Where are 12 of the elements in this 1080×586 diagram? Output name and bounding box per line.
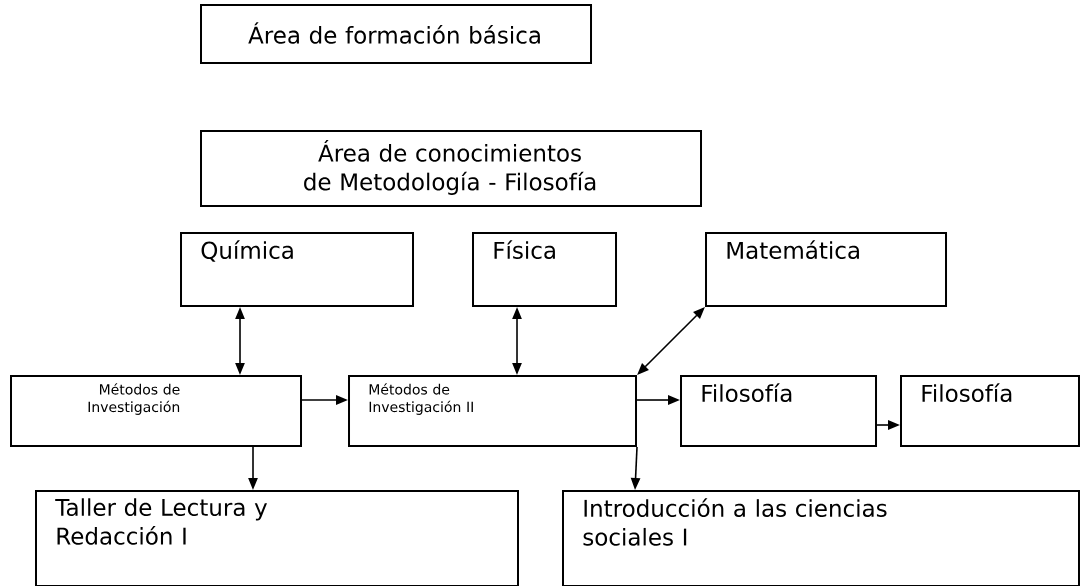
process-box: Introducción a las ciencias sociales I: [562, 490, 1080, 586]
process-box: Química: [180, 232, 414, 307]
process-box: Métodos de Investigación II: [348, 375, 637, 447]
process-box: Filosofía: [680, 375, 877, 447]
process-box: Física: [472, 232, 617, 307]
process-box: Taller de Lectura y Redacción I: [35, 490, 519, 586]
process-box: Filosofía: [900, 375, 1080, 447]
arrow: [637, 307, 705, 375]
process-box: Métodos de Investigación: [10, 375, 302, 447]
process-box: Área de conocimientos de Metodología - Filosofía: [200, 130, 702, 207]
process-box: Área de formación básica: [200, 4, 592, 64]
process-box: Matemática: [705, 232, 947, 307]
